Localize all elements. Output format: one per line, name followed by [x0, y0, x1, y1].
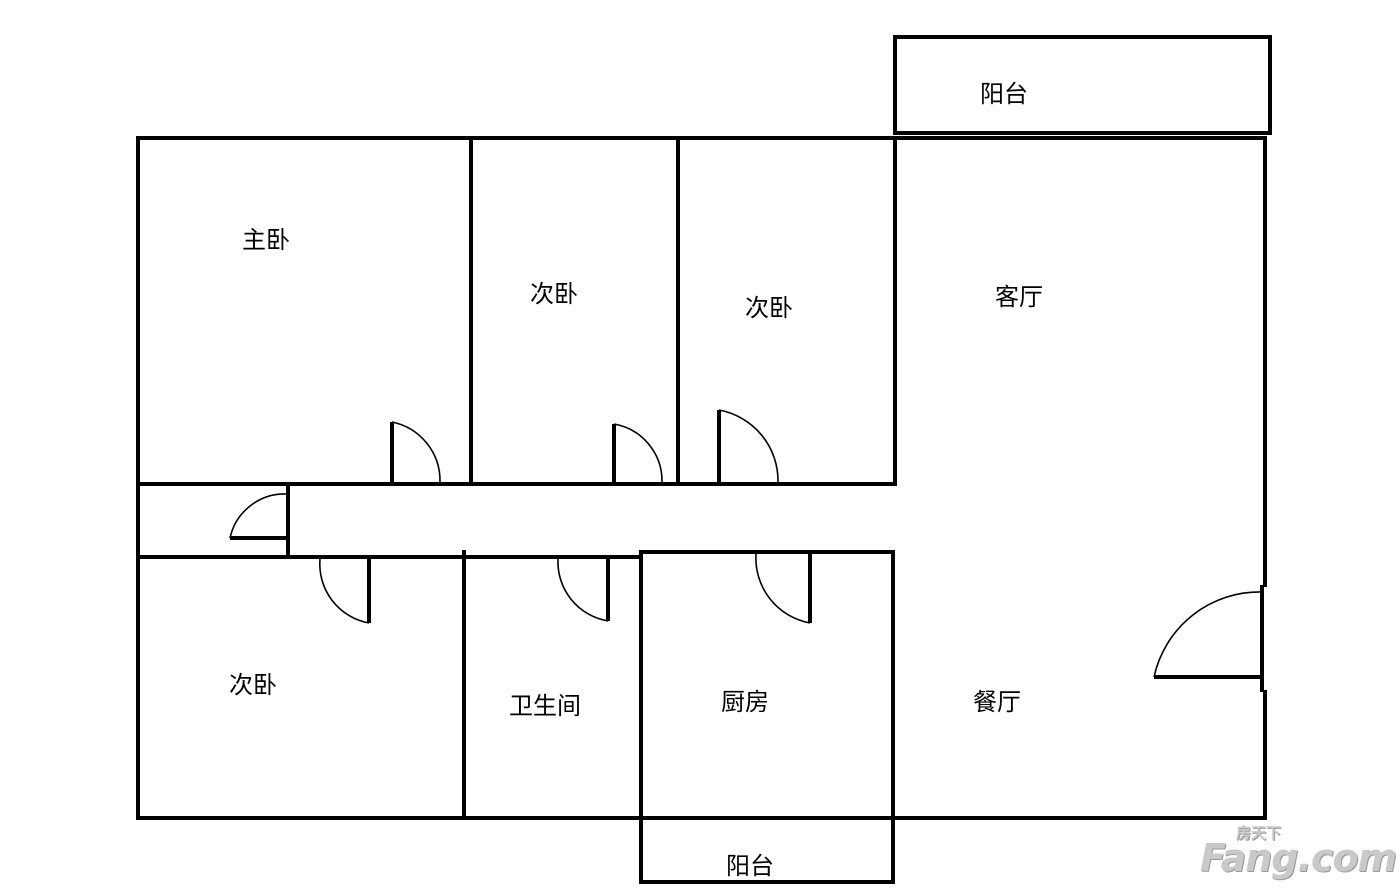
door-bedroom-4: [319, 558, 371, 624]
door-bedroom-3: [717, 409, 779, 483]
watermark-logo: 房天下 Fang.com: [1200, 822, 1397, 882]
room-label-balcony-top: 阳台: [980, 80, 1028, 108]
room-label-dining-room: 餐厅: [973, 688, 1021, 716]
room-label-bedroom-3: 次卧: [745, 294, 793, 322]
door-bedroom-2: [612, 423, 663, 483]
balcony-top-walls: [893, 35, 1272, 135]
door-master-bedroom: [390, 421, 441, 483]
room-label-balcony-bottom: 阳台: [726, 852, 774, 880]
door-closet: [229, 493, 287, 540]
door-entrance: [1153, 585, 1264, 692]
room-label-kitchen: 厨房: [721, 688, 769, 716]
door-kitchen: [755, 553, 812, 624]
door-bathroom: [557, 558, 610, 622]
kitchen-walls: [639, 550, 895, 820]
watermark-main: Fang.com: [1200, 836, 1397, 880]
room-label-living-room: 客厅: [995, 283, 1043, 311]
room-label-bathroom: 卫生间: [509, 692, 581, 720]
balcony-bottom-walls: [639, 816, 895, 884]
watermark-sub: 房天下: [1236, 824, 1282, 842]
room-label-bedroom-2: 次卧: [530, 280, 578, 308]
room-label-bedroom-4: 次卧: [229, 671, 277, 699]
room-label-master-bedroom: 主卧: [242, 226, 290, 254]
